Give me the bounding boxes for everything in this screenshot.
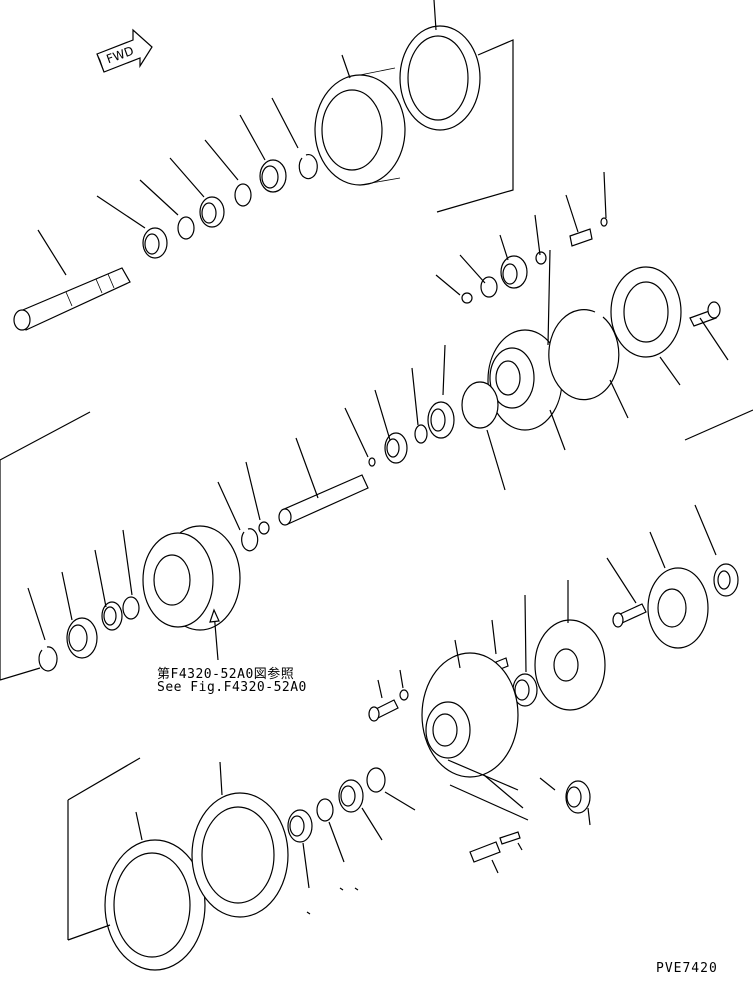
snap-ring-4-part	[241, 528, 259, 552]
reference-arrowhead-icon	[209, 608, 220, 623]
snap-ring-5-part	[38, 646, 58, 672]
bearing-8-part	[287, 809, 313, 843]
ring-gear-1-part	[314, 67, 406, 186]
ring-1-part	[177, 216, 195, 240]
diagram-code: PVE7420	[656, 961, 718, 976]
hub-plate-part	[647, 567, 709, 649]
snap-ring-3-part	[368, 457, 376, 467]
ring-4-part	[414, 424, 428, 444]
ring-7-part	[366, 767, 386, 793]
clutch-hub-part	[142, 525, 241, 631]
bearing-5-part	[384, 432, 408, 464]
bearing-1-part	[142, 227, 168, 259]
cover-plate-part	[610, 266, 682, 358]
snap-ring-1-part	[298, 154, 318, 180]
ring-2-part	[234, 183, 252, 207]
ring-gear-3-part	[104, 839, 206, 971]
bearing-3-part	[259, 159, 287, 193]
fwd-arrow-icon	[96, 28, 153, 73]
input-shaft-part	[13, 267, 131, 331]
washer-4-part	[399, 689, 409, 701]
bushing-part	[713, 563, 739, 597]
top-assembly	[13, 0, 514, 331]
washer-2-part	[535, 251, 547, 265]
bolt-2-part	[612, 603, 647, 628]
dowel-pin-part	[469, 831, 521, 863]
bolt-3-part	[368, 699, 399, 722]
bottom-assembly	[67, 757, 416, 971]
bearing-4-part	[427, 401, 455, 439]
output-shaft-part	[278, 474, 369, 526]
output-assembly	[0, 411, 369, 681]
washer-3-part	[258, 521, 270, 535]
needle-bearing-1-part	[480, 276, 498, 298]
planet-carrier-part	[487, 329, 563, 431]
ring-6-part	[316, 798, 334, 822]
lower-right-assembly	[368, 504, 739, 874]
shaft-pin-part	[569, 228, 593, 247]
ball-part	[600, 217, 608, 227]
needle-bearing-2-part	[512, 673, 538, 707]
carrier-assembly	[344, 171, 753, 491]
snap-ring-2-part	[548, 309, 620, 401]
bearing-7-part	[66, 617, 98, 659]
reference-note-jp: 第F4320-52A0図参照	[157, 667, 295, 682]
bearing-2-part	[199, 196, 225, 228]
ring-5-part	[122, 596, 140, 620]
ring-3-part	[461, 381, 499, 429]
sun-gear-part	[534, 619, 606, 711]
needle-bearing-3-part	[565, 780, 591, 814]
ring-gear-4-part	[191, 792, 289, 918]
washer-1-part	[461, 292, 473, 304]
bearing-9-part	[338, 779, 364, 813]
pinion-gear-part	[500, 255, 528, 289]
bolt-1-part	[689, 301, 721, 327]
carrier-housing-part	[421, 652, 519, 778]
bearing-6-part	[101, 601, 123, 631]
reference-note-en: See Fig.F4320-52A0	[157, 680, 307, 695]
ring-gear-2-part	[399, 25, 481, 131]
